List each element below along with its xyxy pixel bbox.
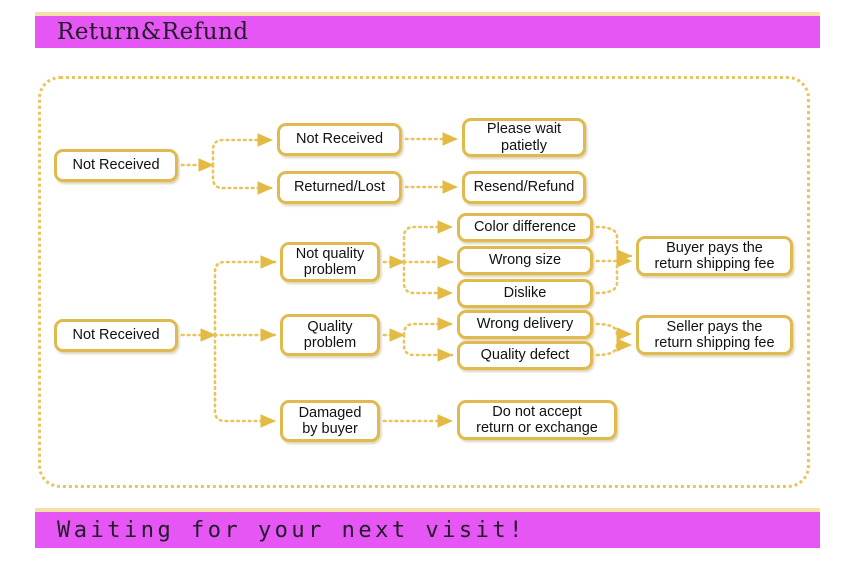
node-wrong-size: Wrong size bbox=[457, 246, 593, 275]
node-seller-pays: Seller pays the return shipping fee bbox=[636, 315, 793, 355]
node-wrong-delivery: Wrong delivery bbox=[457, 310, 593, 339]
node-quality-defect: Quality defect bbox=[457, 341, 593, 370]
page-title: Return&Refund bbox=[57, 19, 249, 45]
bottom-banner: Waiting for your next visit! bbox=[35, 508, 820, 548]
farewell-message: Waiting for your next visit! bbox=[57, 517, 526, 543]
node-returned-lost: Returned/Lost bbox=[277, 171, 402, 204]
node-quality-problem: Quality problem bbox=[280, 314, 380, 356]
node-not-received-2: Not Received bbox=[277, 123, 402, 156]
node-resend-refund: Resend/Refund bbox=[462, 171, 586, 204]
node-not-quality-problem: Not quality problem bbox=[280, 242, 380, 282]
node-not-received-1: Not Received bbox=[54, 149, 178, 182]
node-buyer-pays: Buyer pays the return shipping fee bbox=[636, 236, 793, 276]
node-dislike: Dislike bbox=[457, 279, 593, 308]
node-not-received-3: Not Received bbox=[54, 319, 178, 352]
node-damaged-by-buyer: Damaged by buyer bbox=[280, 400, 380, 442]
node-color-difference: Color difference bbox=[457, 213, 593, 242]
node-please-wait: Please wait patietly bbox=[462, 118, 586, 157]
top-banner: Return&Refund bbox=[35, 12, 820, 48]
node-do-not-accept: Do not accept return or exchange bbox=[457, 400, 617, 440]
flowchart-container bbox=[38, 76, 810, 488]
